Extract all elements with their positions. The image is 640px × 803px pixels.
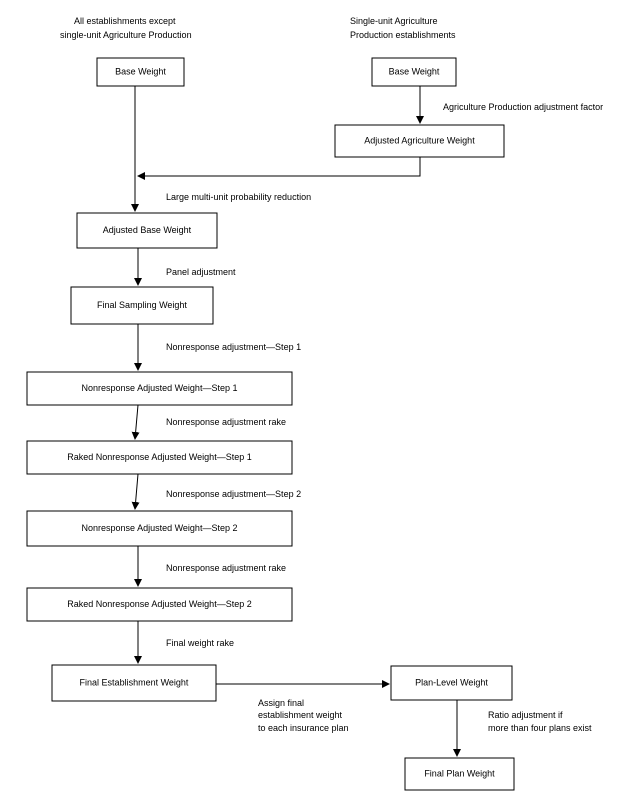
box-raked-nonresponse-adjusted-weight-step2: Raked Nonresponse Adjusted Weight—Step 2 xyxy=(26,587,293,622)
box-label: Adjusted Base Weight xyxy=(103,225,192,235)
box-final-sampling-weight: Final Sampling Weight xyxy=(70,286,214,325)
edge-adjusted-agriculture-to-main xyxy=(137,157,421,180)
box-label: Adjusted Agriculture Weight xyxy=(364,135,475,145)
right-header-line2: Production establishments xyxy=(350,30,456,40)
edge-raked-1-to-nonresponse-2 xyxy=(131,473,140,510)
label-nonresponse-rake-2: Nonresponse adjustment rake xyxy=(166,563,286,573)
box-label: Final Plan Weight xyxy=(424,768,495,778)
box-raked-nonresponse-adjusted-weight-step1: Raked Nonresponse Adjusted Weight—Step 1 xyxy=(26,440,293,475)
box-label: Raked Nonresponse Adjusted Weight—Step 2 xyxy=(67,599,251,609)
box-base-weight-right: Base Weight xyxy=(371,57,457,87)
box-plan-level-weight: Plan-Level Weight xyxy=(390,665,513,701)
label-ratio-line2: more than four plans exist xyxy=(488,723,592,733)
left-header-line2: single-unit Agriculture Production xyxy=(60,30,192,40)
box-nonresponse-adjusted-weight-step2: Nonresponse Adjusted Weight—Step 2 xyxy=(26,510,293,547)
label-assign-line1: Assign final xyxy=(258,698,304,708)
label-assign-line3: to each insurance plan xyxy=(258,723,349,733)
box-label: Final Sampling Weight xyxy=(97,300,187,310)
label-assign-line2: establishment weight xyxy=(258,710,343,720)
label-ratio-line1: Ratio adjustment if xyxy=(488,710,563,720)
box-final-plan-weight: Final Plan Weight xyxy=(404,757,515,791)
left-header-line1: All establishments except xyxy=(74,16,176,26)
box-nonresponse-adjusted-weight-step1: Nonresponse Adjusted Weight—Step 1 xyxy=(26,371,293,406)
box-final-establishment-weight: Final Establishment Weight xyxy=(51,664,217,702)
box-adjusted-base-weight: Adjusted Base Weight xyxy=(76,212,218,249)
label-nonresponse-step1: Nonresponse adjustment—Step 1 xyxy=(166,342,301,352)
box-label: Final Establishment Weight xyxy=(80,677,189,687)
box-label: Base Weight xyxy=(389,66,440,76)
box-label: Base Weight xyxy=(115,66,166,76)
box-base-weight-left: Base Weight xyxy=(96,57,185,87)
box-label: Raked Nonresponse Adjusted Weight—Step 1 xyxy=(67,452,251,462)
label-large-multi-unit-reduction: Large multi-unit probability reduction xyxy=(166,192,311,202)
box-label: Plan-Level Weight xyxy=(415,677,488,687)
label-final-weight-rake: Final weight rake xyxy=(166,638,234,648)
box-label: Nonresponse Adjusted Weight—Step 2 xyxy=(82,523,238,533)
box-label: Nonresponse Adjusted Weight—Step 1 xyxy=(82,383,238,393)
label-nonresponse-rake-1: Nonresponse adjustment rake xyxy=(166,417,286,427)
box-adjusted-agriculture-weight: Adjusted Agriculture Weight xyxy=(334,124,505,158)
label-nonresponse-step2: Nonresponse adjustment—Step 2 xyxy=(166,489,301,499)
label-agriculture-adjustment-factor: Agriculture Production adjustment factor xyxy=(443,102,603,112)
edge-nonresponse-1-to-raked-1 xyxy=(131,404,140,440)
label-panel-adjustment: Panel adjustment xyxy=(166,267,236,277)
right-header-line1: Single-unit Agriculture xyxy=(350,16,438,26)
